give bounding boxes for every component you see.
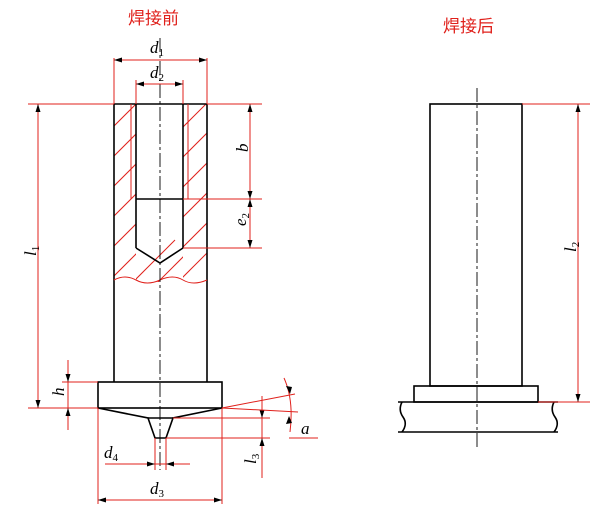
dim-a: a (221, 377, 318, 439)
svg-text:e2: e2 (231, 213, 252, 226)
caption-after-welding: 焊接后 (443, 17, 494, 37)
stud-after-welding (398, 103, 559, 433)
caption-before-welding: 焊接前 (128, 9, 179, 29)
dim-l1: l1 (21, 103, 114, 409)
svg-text:l2: l2 (561, 242, 582, 252)
svg-text:l1: l1 (21, 246, 42, 256)
section-hatching (114, 104, 136, 277)
svg-text:d2: d2 (150, 63, 164, 84)
dim-b: b (183, 103, 262, 200)
dim-e2: e2 (183, 199, 262, 249)
svg-text:h: h (49, 388, 68, 397)
dim-d1: d1 (113, 38, 208, 104)
dim-d2: d2 (135, 63, 184, 104)
dim-h: h (49, 360, 98, 430)
svg-text:d4: d4 (104, 443, 119, 464)
svg-text:d3: d3 (150, 479, 165, 500)
dim-d3: d3 (97, 408, 223, 504)
dim-l3: l3 (166, 396, 270, 478)
svg-text:l3: l3 (241, 453, 262, 464)
svg-text:b: b (233, 144, 252, 153)
dim-l2: l2 (522, 103, 590, 403)
svg-text:d1: d1 (150, 38, 164, 59)
svg-text:a: a (301, 419, 310, 438)
dim-d4: d4 (104, 438, 190, 470)
